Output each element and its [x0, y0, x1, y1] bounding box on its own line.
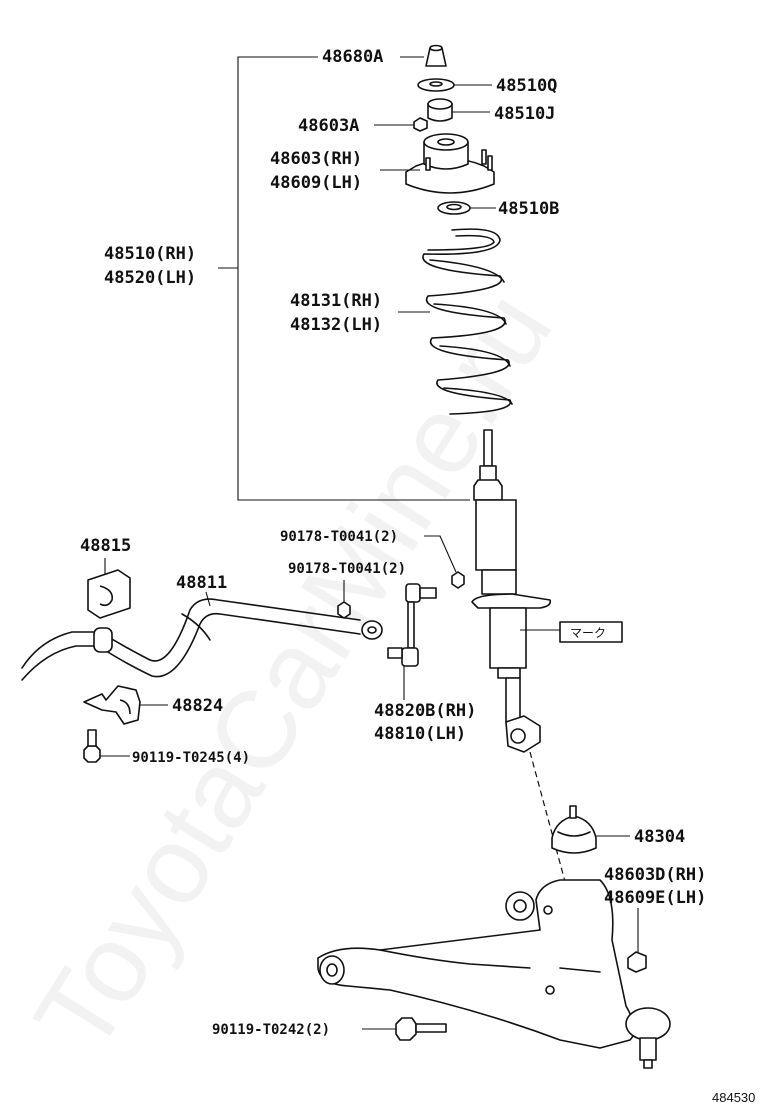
label-90178-T0041-upper: 90178-T0041(2) [280, 529, 398, 545]
label-48680A: 48680A [322, 47, 383, 67]
part-90178-T0041-nut-upper[interactable] [451, 571, 465, 589]
label-48820B-rh: 48820B(RH) [374, 701, 476, 721]
label-48520-lh: 48520(LH) [104, 268, 196, 288]
mark-label: マーク [570, 626, 606, 640]
part-48304-bump-stopper[interactable] [551, 805, 597, 854]
lower-control-arm [317, 879, 635, 1049]
label-48510J: 48510J [494, 104, 555, 124]
label-48603-rh: 48603(RH) [270, 149, 362, 169]
mark-callout: マーク [520, 621, 623, 643]
ball-joint [625, 1007, 671, 1069]
label-48811: 48811 [176, 573, 227, 593]
label-48603A: 48603A [298, 116, 359, 136]
part-48603D-nut[interactable] [627, 951, 647, 973]
part-48603-support-mount[interactable] [405, 133, 495, 194]
shock-absorber [471, 429, 552, 753]
label-48304: 48304 [634, 827, 685, 847]
label-48609E-lh: 48609E(LH) [604, 888, 706, 908]
label-48510B: 48510B [498, 199, 559, 219]
part-48824-bracket[interactable] [83, 685, 141, 725]
strut-assembly-bracket [218, 56, 470, 501]
label-48815: 48815 [80, 536, 131, 556]
label-48131-rh: 48131(RH) [290, 291, 382, 311]
label-48824: 48824 [172, 696, 223, 716]
label-48510Q: 48510Q [496, 76, 557, 96]
part-90178-T0041-nut-lower[interactable] [337, 601, 351, 619]
part-48811-stabilizer-bar[interactable] [21, 598, 383, 681]
label-48609-lh: 48609(LH) [270, 173, 362, 193]
part-90119-T0242-bolt[interactable] [395, 1017, 447, 1041]
part-48510J-bushing[interactable] [427, 98, 453, 122]
part-90119-T0245-bolt[interactable] [83, 729, 101, 763]
part-48820B-stabilizer-link[interactable] [387, 583, 437, 667]
part-48815-bushing[interactable] [87, 569, 131, 653]
part-48510B-insulator[interactable] [437, 201, 471, 215]
label-90119-T0245: 90119-T0245(4) [132, 750, 250, 766]
part-48510Q-washer[interactable] [417, 78, 455, 92]
figure-number: 484530 [712, 1090, 755, 1105]
part-48680A-cap[interactable] [425, 44, 447, 67]
label-48510-rh: 48510(RH) [104, 244, 196, 264]
label-48810-lh: 48810(LH) [374, 724, 466, 744]
label-90178-T0041-lower: 90178-T0041(2) [288, 561, 406, 577]
label-48132-lh: 48132(LH) [290, 315, 382, 335]
label-90119-T0242: 90119-T0242(2) [212, 1022, 330, 1038]
label-48603D-rh: 48603D(RH) [604, 865, 706, 885]
part-48131-coil-spring[interactable] [422, 228, 513, 415]
part-48603A-nut[interactable] [413, 117, 428, 132]
